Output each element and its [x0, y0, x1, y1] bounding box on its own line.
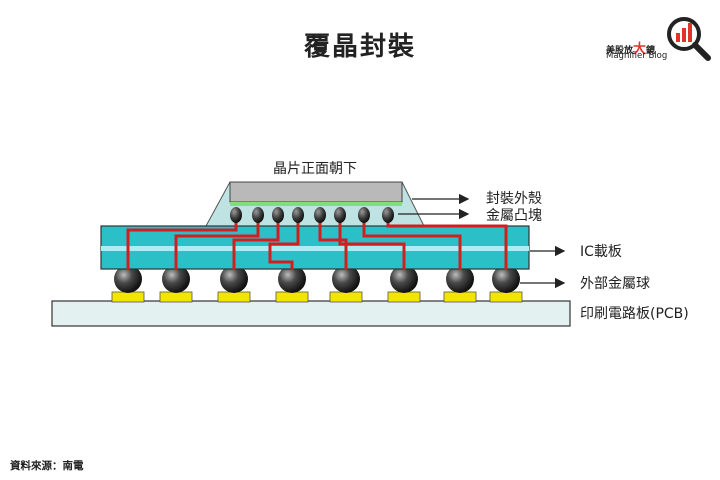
solder-ball	[492, 265, 520, 293]
metal-bump	[382, 207, 394, 223]
metal-bump	[252, 207, 264, 223]
solder-ball	[162, 265, 190, 293]
solder-balls-label: 外部金屬球	[580, 276, 650, 292]
callout-arrows	[398, 193, 566, 289]
trace	[362, 218, 462, 270]
chip-face-down-label: 晶片正面朝下	[273, 161, 357, 177]
pcb-pad	[489, 291, 523, 303]
pcb-pad	[217, 291, 251, 303]
logo-chinese-text: 美股放大鏡	[606, 42, 656, 57]
ic-substrate-label: IC載板	[580, 244, 622, 260]
metal-bump	[314, 207, 326, 223]
pcb-label: 印刷電路板(PCB)	[580, 306, 689, 322]
pcb-pad	[159, 291, 193, 303]
solder-ball	[114, 265, 142, 293]
solder-ball	[446, 265, 474, 293]
metal-bump	[230, 207, 242, 223]
solder-ball	[278, 265, 306, 293]
metal-bump	[272, 207, 284, 223]
chip-active-layer	[230, 202, 402, 206]
source-credit: 資料來源：南電	[10, 460, 84, 472]
trace	[174, 218, 260, 270]
package-shell-label: 封裝外殼	[486, 191, 542, 207]
metal-bump	[292, 207, 304, 223]
trace	[268, 218, 300, 270]
solder-ball	[390, 265, 418, 293]
magnifier-blog-logo[interactable]: 美股放大鏡 Magnifier Blog	[600, 10, 718, 68]
pcb-pad	[111, 291, 145, 303]
metal-bump	[334, 207, 346, 223]
pcb-pad	[443, 291, 477, 303]
routing-traces	[126, 218, 508, 270]
metal-bumps-label: 金屬凸塊	[486, 208, 542, 224]
ic-substrate-stripe	[101, 246, 529, 251]
pcb-pad	[387, 291, 421, 303]
trace	[318, 218, 348, 270]
pcb-pad	[329, 291, 363, 303]
trace	[126, 218, 238, 270]
page-title: 覆晶封裝	[303, 32, 416, 62]
trace	[338, 218, 406, 270]
metal-bump	[358, 207, 370, 223]
metal-bumps	[230, 207, 394, 223]
logo-english-text: Magnifier Blog	[606, 51, 668, 61]
chip-die	[229, 181, 403, 203]
pcb-board	[51, 300, 571, 327]
solder-balls	[114, 265, 520, 293]
trace	[232, 218, 280, 270]
solder-ball	[220, 265, 248, 293]
pcb-pad	[275, 291, 309, 303]
magnifier-bar-chart-icon	[667, 17, 711, 61]
solder-ball	[332, 265, 360, 293]
